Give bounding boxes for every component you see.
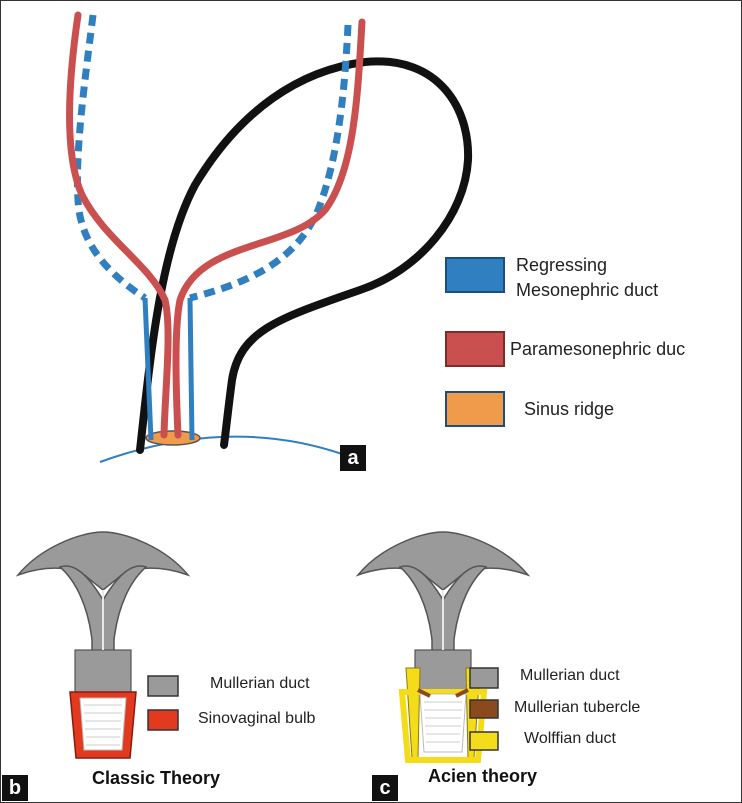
legend-swatch-c-tubercle — [469, 699, 499, 719]
legend-swatch-b-sinovaginal — [147, 709, 179, 731]
sinus-ridge — [145, 430, 201, 446]
panel-b-tag: b — [2, 775, 28, 801]
paramesonephric-duct-left — [66, 11, 172, 439]
legend-c-mullerian: Mullerian duct — [520, 667, 620, 684]
uterus-classic — [15, 531, 191, 759]
legend-b-mullerian: Mullerian duct — [210, 675, 310, 692]
paramesonephric-duct-right — [172, 18, 366, 439]
legend-swatch-b-mullerian — [147, 675, 179, 697]
panel-b-title: Classic Theory — [92, 768, 221, 788]
legend-c-wolffian: Wolffian duct — [524, 730, 616, 747]
legend-a-mesonephric-line2: Mesonephric duct — [516, 280, 659, 300]
legend-swatch-c-mullerian — [469, 667, 499, 689]
legend-b-sinovaginal: Sinovaginal bulb — [198, 710, 316, 727]
mesonephric-duct-right-upper — [189, 24, 352, 302]
uterus-acien — [355, 531, 531, 763]
legend-c-tubercle: Mullerian tubercle — [514, 699, 641, 716]
panel-c-tag: c — [372, 775, 398, 801]
mesonephric-duct-right-lower — [187, 297, 195, 441]
legend-swatch-paramesonephric — [445, 331, 505, 367]
legend-swatch-sinus-ridge — [445, 391, 505, 427]
mesonephric-duct-left-lower — [142, 297, 154, 441]
mesonephric-duct-left-upper — [73, 14, 147, 301]
legend-swatch-mesonephric — [445, 257, 505, 293]
black-loop-duct — [136, 57, 473, 454]
legend-a-sinus-ridge: Sinus ridge — [524, 399, 615, 419]
legend-swatch-c-wolffian — [469, 731, 499, 751]
panel-c-title: Acien theory — [428, 766, 538, 786]
panel-a-tag: a — [340, 445, 366, 471]
legend-a-paramesonephric: Paramesonephric duc — [510, 339, 686, 359]
legend-a-mesonephric-line1: Regressing — [516, 255, 608, 275]
